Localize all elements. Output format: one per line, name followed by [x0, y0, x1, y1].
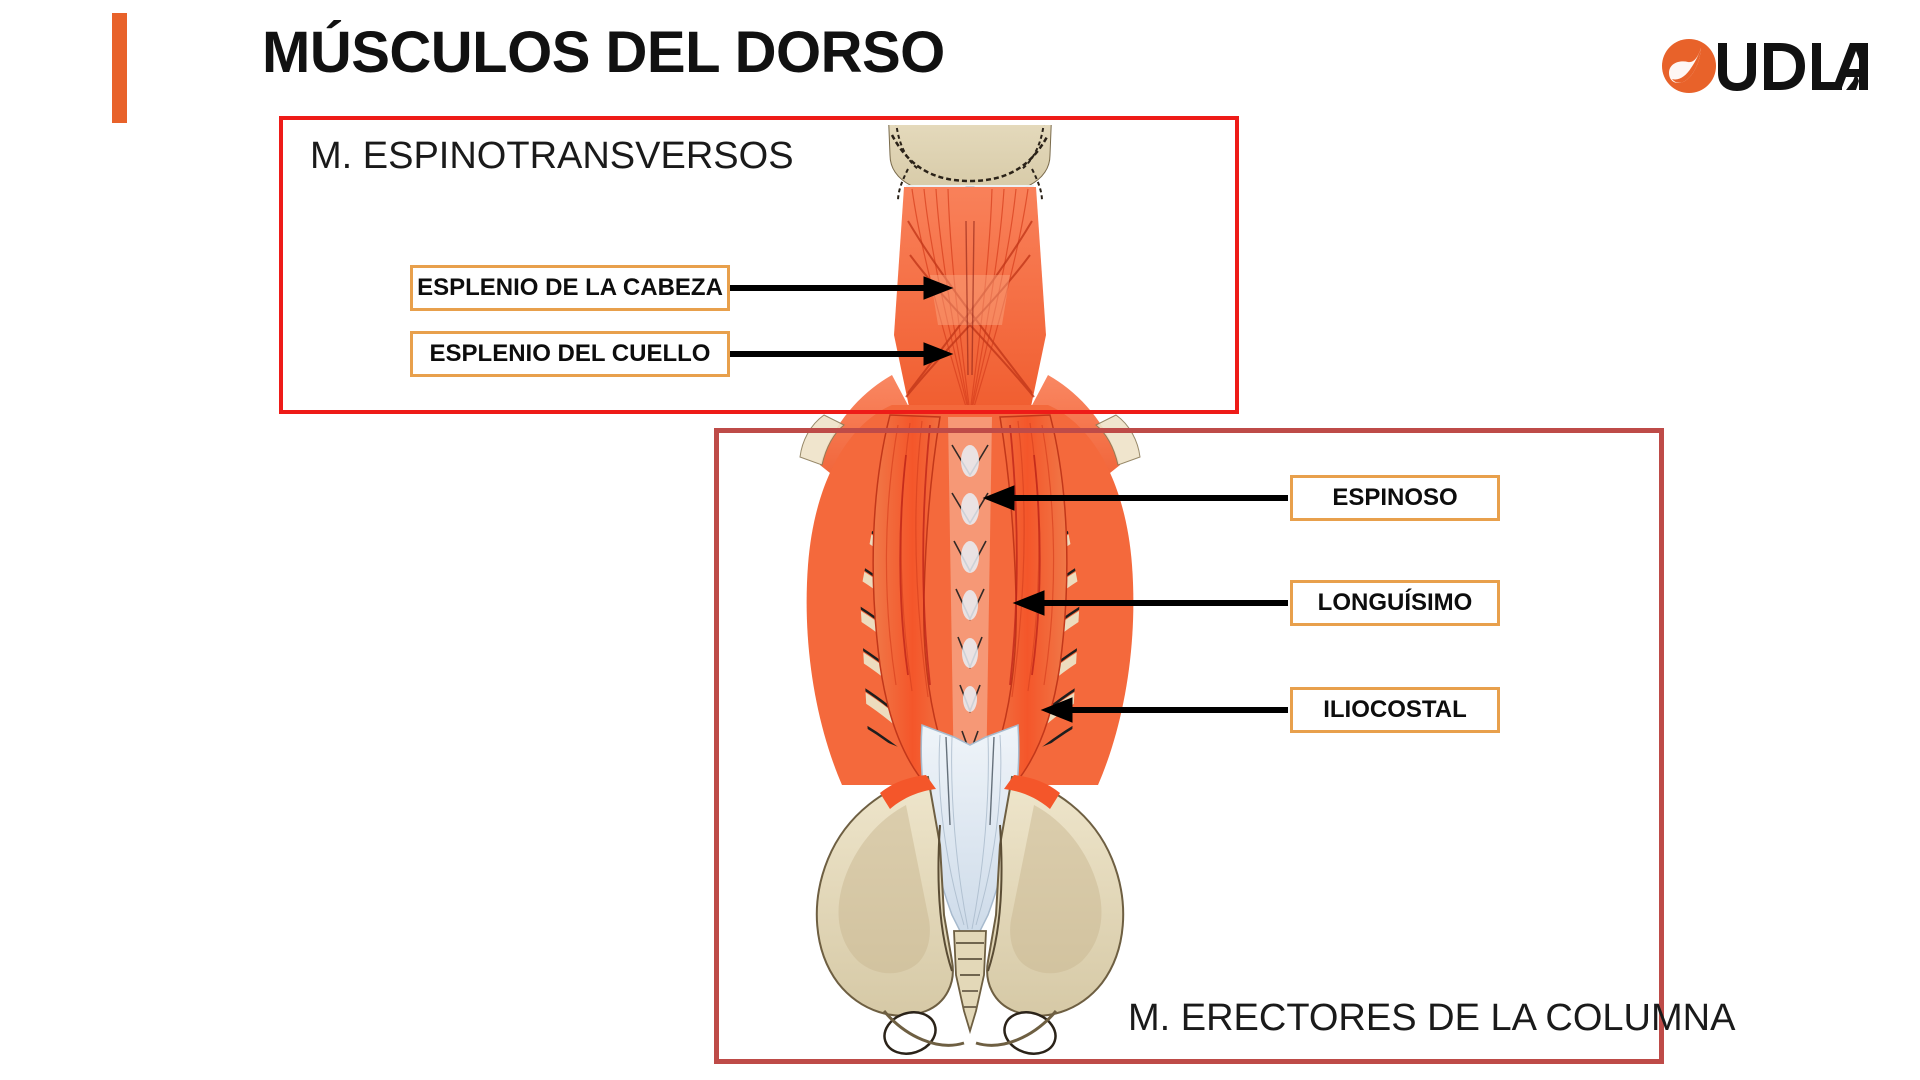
skull-occiput	[888, 125, 1052, 202]
page-title: MÚSCULOS DEL DORSO	[262, 20, 945, 85]
callout-esplenio-cabeza[interactable]: ESPLENIO DE LA CABEZA	[410, 265, 730, 311]
section-heading-erectores-columna: M. ERECTORES DE LA COLUMNA	[1128, 997, 1736, 1039]
udla-logo	[1660, 35, 1870, 97]
pelvis	[815, 775, 1125, 1055]
section-box-espinotransversos	[279, 116, 1239, 414]
callout-iliocostal[interactable]: ILIOCOSTAL	[1290, 687, 1500, 733]
udla-wordmark	[1718, 43, 1868, 91]
section-box-erectores-columna	[714, 428, 1664, 1064]
udla-leaf-circle-icon	[1662, 39, 1716, 93]
callout-longuisimo[interactable]: LONGUÍSIMO	[1290, 580, 1500, 626]
section-heading-espinotransversos: M. ESPINOTRANSVERSOS	[310, 135, 794, 177]
callout-espinoso[interactable]: ESPINOSO	[1290, 475, 1500, 521]
callout-esplenio-cuello[interactable]: ESPLENIO DEL CUELLO	[410, 331, 730, 377]
spinalis-midline	[948, 417, 992, 815]
vessels	[899, 424, 1041, 686]
title-accent-bar	[112, 13, 127, 123]
